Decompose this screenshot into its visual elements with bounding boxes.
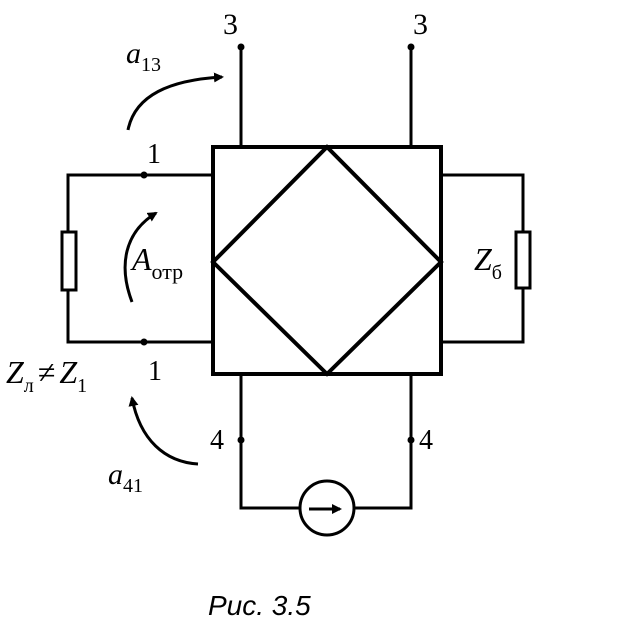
port4-left-label: 4 [210,425,224,456]
bridge-block [211,145,443,376]
port3-right-label: 3 [413,8,428,41]
figure-caption: Рис. 3.5 [208,590,311,621]
balance-resistor [514,230,532,290]
balance-load-label: Zб [474,241,502,284]
load-condition-label: Zл≠Z1 [6,354,87,397]
wave-a41-arrow-icon [128,396,199,466]
port3-left-label: 3 [223,8,238,41]
port3-left-terminal [237,43,245,51]
reflected-wave-label: Aотр [130,241,183,284]
port1-top-label: 1 [147,139,161,170]
wave-a41-label: a41 [108,458,143,497]
wave-a13-arrow-icon [126,72,224,131]
load-resistor [60,230,78,292]
port4-right-label: 4 [419,425,433,456]
wave-a13-label: a13 [126,37,161,76]
port4-left-terminal [237,436,245,444]
port1-top-terminal [140,171,148,179]
port3-right-terminal [407,43,415,51]
port4-right-terminal [407,436,415,444]
port1-bottom-terminal [140,338,148,346]
bridge-diamond [210,144,444,377]
reflected-wave-arrow-icon [123,211,158,303]
port1-bottom-label: 1 [148,356,162,387]
